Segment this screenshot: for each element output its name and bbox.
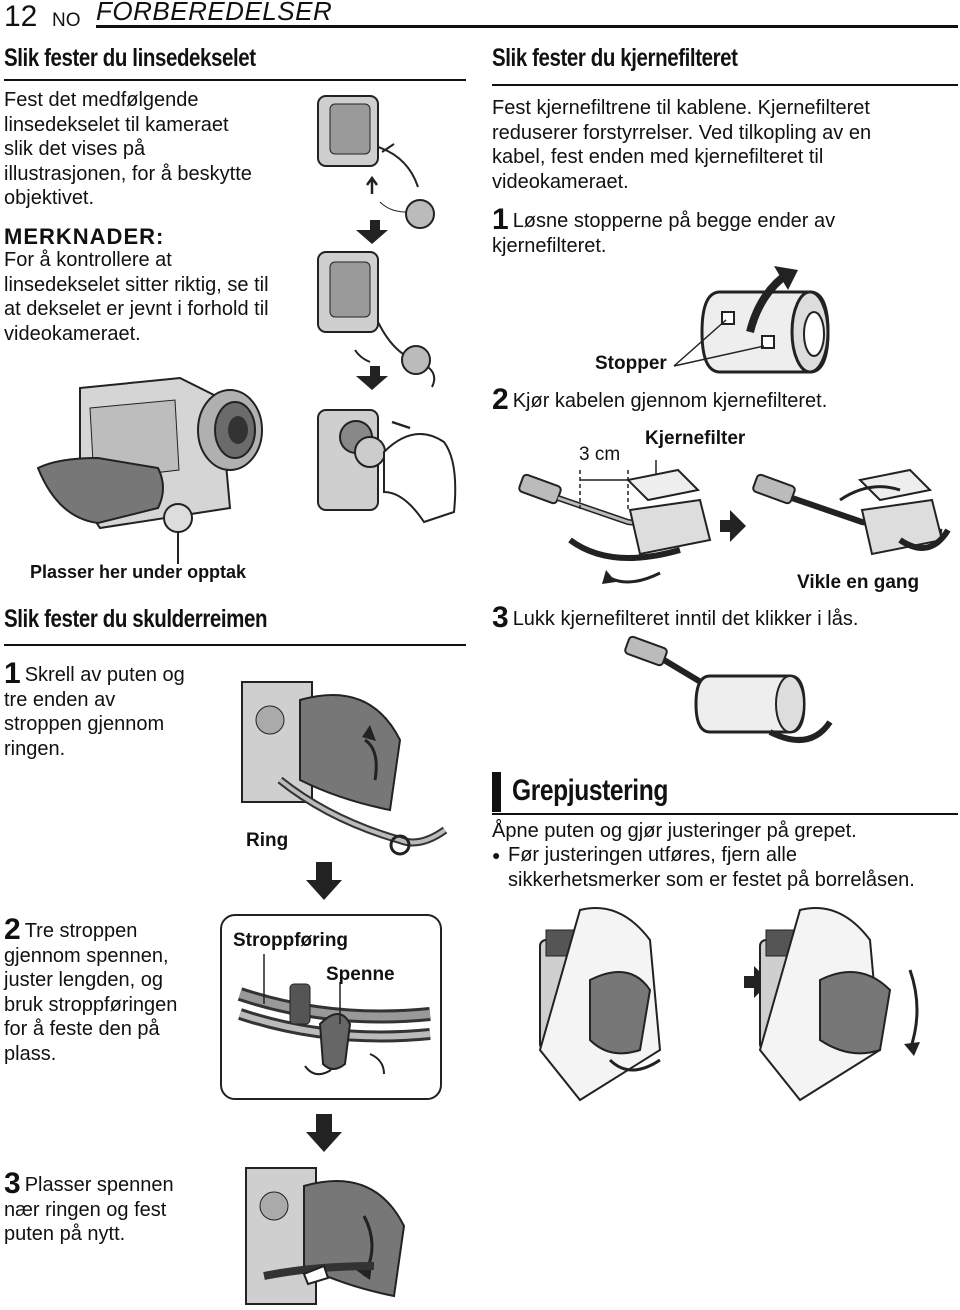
step-line: Kjør kabelen gjennom kjernefilteret. (512, 390, 828, 412)
camcorder-illustration (36, 376, 263, 564)
grip-bullet: ● (492, 843, 500, 869)
ring-label: Ring (246, 830, 289, 851)
lens-cap-attach-illustration (317, 95, 457, 524)
intro-line: reduserer forstyrrelser. Ved tilkopling … (492, 121, 872, 144)
lens-cap-rule (4, 79, 466, 81)
step-line: ringen. (4, 737, 66, 760)
grip-rule (492, 813, 958, 815)
buckle-label: Spenne (326, 964, 395, 985)
step-number: 2 (492, 383, 509, 416)
core-filter-open-illustration (700, 266, 830, 374)
body-line: slik det vises på (4, 138, 146, 160)
body-line: linsedekselet til kameraet (4, 113, 229, 136)
step-line: for å feste den på (4, 1018, 160, 1040)
step-line: Skrell av puten og (24, 664, 185, 686)
note-body: For å kontrollere at linsedekselet sitte… (4, 248, 269, 346)
step-line: stroppen gjennom (4, 713, 165, 735)
chapter-title: FORBEREDELSER (96, 0, 333, 26)
note-line: linsedekselet sitter riktig, se til (4, 273, 269, 296)
step-line: Plasser spennen (24, 1174, 174, 1196)
grip-adjust-illustration (538, 907, 920, 1102)
step-number: 1 (492, 203, 509, 236)
intro-line: Fest kjernefiltrene til kablene. Kjernef… (492, 97, 870, 119)
grip-line-1: Åpne puten og gjør justeringer på grepet… (492, 820, 857, 842)
step-number: 2 (4, 913, 21, 946)
core-filter-label: Kjernefilter (645, 428, 746, 449)
step-line: puten på nytt. (4, 1223, 126, 1245)
shoulder-strap-rule (4, 644, 466, 646)
down-arrow-icon (306, 862, 342, 900)
place-here-label: Plasser her under opptak (30, 562, 247, 582)
grip-heading-bar (492, 772, 501, 812)
step-number: 3 (492, 601, 509, 634)
step-line: plass. (4, 1042, 57, 1065)
step-line: Tre stroppen (24, 920, 138, 942)
3cm-label: 3 cm (579, 444, 621, 465)
step-line: gjennom spennen, (4, 944, 169, 967)
body-line: objektivet. (4, 187, 95, 209)
strap-guide-label: Stroppføring (233, 930, 349, 951)
body-line: Fest det medfølgende (4, 89, 199, 111)
intro-line: videokameraet. (492, 170, 629, 193)
grip-bullet-text: Før justeringen utføres, fjern alle sikk… (508, 843, 915, 892)
lens-cap-heading: Slik fester du linsedekselet (4, 44, 256, 72)
wrap-once-label: Vikle en gang (797, 572, 920, 593)
lens-cap-body: Fest det medfølgende linsedekselet til k… (4, 88, 252, 211)
page-number: 12 (4, 0, 38, 33)
down-arrow-icon (306, 1114, 342, 1152)
step-line: juster lengden, og (4, 969, 164, 991)
strap-ring-illustration (241, 681, 448, 856)
step-line: Lukk kjernefilteret inntil det klikker i… (512, 608, 859, 630)
step-line: Løsne stopperne på begge ender av (512, 210, 836, 232)
note-heading: MERKNADER: (4, 224, 165, 249)
intro-line: kabel, fest enden med kjernefilteret til (492, 146, 824, 168)
step-number: 1 (4, 657, 21, 690)
bullet-line: sikkerhetsmerker som er festet på borrel… (508, 868, 915, 891)
cable-through-filter-illustration (518, 460, 951, 584)
step-line: bruk stroppføringen (4, 993, 178, 1016)
language-code: NO (52, 10, 81, 31)
header-rule (96, 25, 958, 28)
buckle-illustration (220, 914, 442, 1100)
note-line: at dekselet er jevnt i forhold til (4, 298, 269, 320)
core-filter-rule (492, 84, 958, 86)
strap-fastened-illustration (245, 1167, 406, 1305)
shoulder-strap-heading: Slik fester du skulderreimen (4, 605, 268, 633)
note-line: For å kontrollere at (4, 249, 172, 271)
core-filter-heading: Slik fester du kjernefilteret (492, 44, 738, 72)
core-filter-intro: Fest kjernefiltrene til kablene. Kjernef… (492, 96, 871, 194)
step-line: kjernefilteret. (492, 234, 607, 257)
bullet-line: Før justeringen utføres, fjern alle (508, 844, 797, 866)
body-line: illustrasjonen, for å beskytte (4, 162, 252, 185)
bullet-icon: ● (492, 847, 501, 863)
step-line: tre enden av (4, 688, 116, 711)
stopper-label: Stopper (595, 353, 667, 374)
step-line: nær ringen og fest (4, 1198, 167, 1221)
filter-closed-illustration (624, 635, 833, 743)
note-line: videokameraet. (4, 322, 141, 345)
stopper-pointer-lines (673, 319, 765, 367)
step-number: 3 (4, 1167, 21, 1200)
grip-heading: Grepjustering (512, 774, 668, 807)
